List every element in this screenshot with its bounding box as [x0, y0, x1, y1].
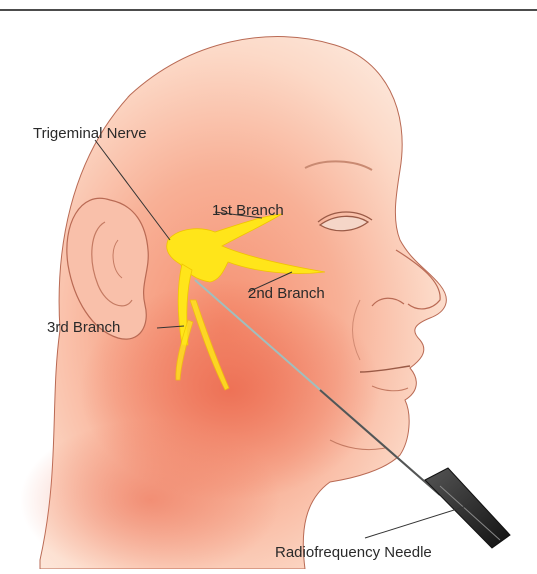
label-second-branch: 2nd Branch	[248, 286, 325, 301]
label-third-branch: 3rd Branch	[47, 320, 120, 335]
label-first-branch: 1st Branch	[212, 203, 284, 218]
label-trigeminal-nerve: Trigeminal Nerve	[33, 126, 147, 141]
needle-handle	[425, 468, 510, 548]
leader-needle	[365, 505, 470, 538]
label-radiofrequency-needle: Radiofrequency Needle	[275, 545, 432, 560]
